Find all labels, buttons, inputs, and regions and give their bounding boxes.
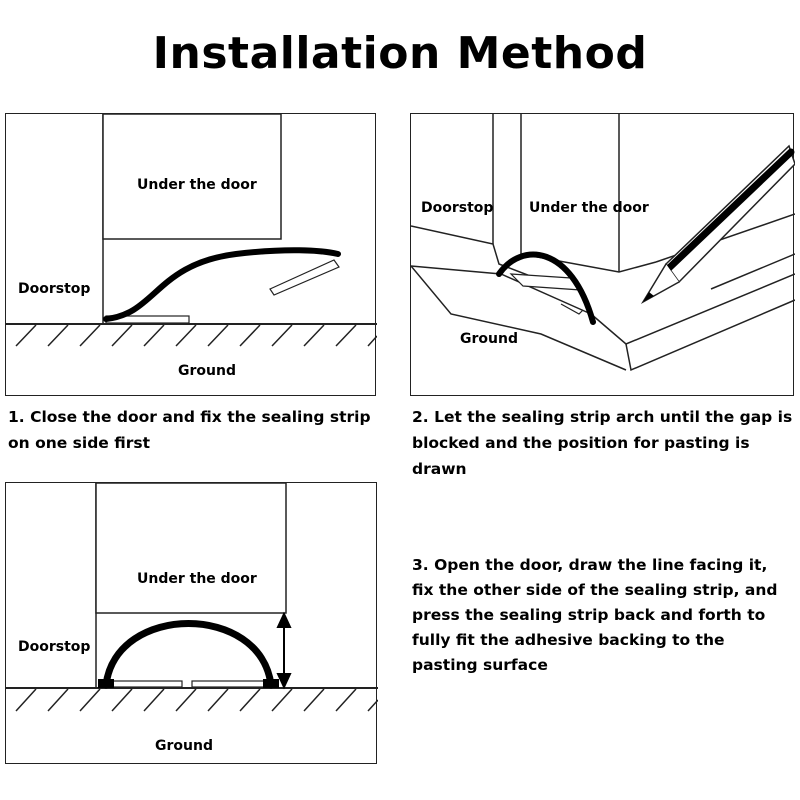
- step-2-illustration: [411, 114, 795, 372]
- label-doorstop: Doorstop: [18, 281, 91, 297]
- step-3-diagram: Under the door Doorstop Ground: [5, 482, 378, 764]
- pencil-icon: [640, 144, 795, 305]
- step-1-diagram: Under the door Doorstop Ground: [5, 113, 377, 396]
- label-ground: Ground: [178, 363, 236, 379]
- sealing-strip: [103, 247, 341, 322]
- label-ground: Ground: [460, 331, 518, 347]
- ground-hatching: [15, 688, 378, 712]
- ground-hatching: [15, 324, 377, 347]
- label-under-door: Under the door: [529, 200, 649, 216]
- label-doorstop: Doorstop: [421, 200, 494, 216]
- step-2-caption: 2. Let the sealing strip arch until the …: [412, 408, 793, 478]
- sealing-strip: [102, 620, 275, 689]
- step-3-caption: 3. Open the door, draw the line facing i…: [412, 556, 778, 674]
- label-ground: Ground: [155, 738, 213, 754]
- page-title: Installation Method: [152, 28, 648, 79]
- door-shape: [102, 114, 282, 240]
- step-2-diagram: Doorstop Under the door Ground: [410, 113, 795, 396]
- gap-height-arrow: [276, 611, 292, 690]
- step-1-illustration: [6, 114, 377, 347]
- step-1-caption: 1. Close the door and fix the sealing st…: [8, 408, 371, 452]
- label-under-door: Under the door: [137, 571, 257, 587]
- label-doorstop: Doorstop: [18, 639, 91, 655]
- label-under-door: Under the door: [137, 177, 257, 193]
- step-3-illustration: [6, 483, 378, 712]
- sealing-strip: [496, 251, 596, 325]
- door-shape: [95, 483, 287, 614]
